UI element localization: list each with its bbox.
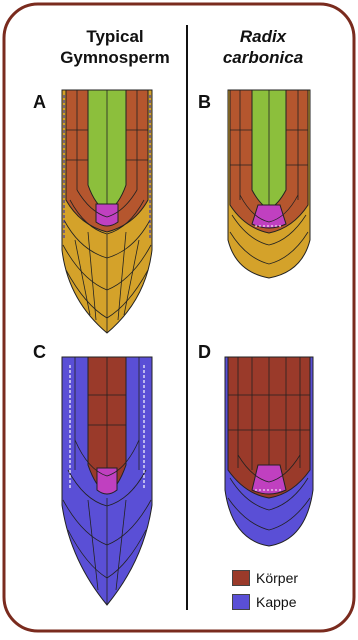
column-title-radix-carbonica: Radix carbonica xyxy=(188,26,338,68)
column-title-gymnosperm: Typical Gymnosperm xyxy=(40,26,190,68)
legend-label-korper: Körper xyxy=(256,570,298,586)
panel-label-b: B xyxy=(198,92,211,113)
column-title-line: Typical xyxy=(40,26,190,47)
root-tip-d xyxy=(225,357,313,546)
panel-label-d: D xyxy=(198,342,211,363)
legend-item-korper: Körper xyxy=(232,568,298,588)
root-tip-b xyxy=(228,90,310,278)
column-title-line: carbonica xyxy=(188,47,338,68)
column-title-line: Gymnosperm xyxy=(40,47,190,68)
legend-item-kappe: Kappe xyxy=(232,592,296,612)
meristem-c xyxy=(97,468,117,494)
legend-swatch-kappe xyxy=(232,594,250,610)
legend-label-kappe: Kappe xyxy=(256,594,296,610)
legend-swatch-korper xyxy=(232,570,250,586)
meristem-a xyxy=(96,204,118,226)
column-title-line: Radix xyxy=(188,26,338,47)
panel-label-c: C xyxy=(33,342,46,363)
panel-label-a: A xyxy=(33,92,46,113)
